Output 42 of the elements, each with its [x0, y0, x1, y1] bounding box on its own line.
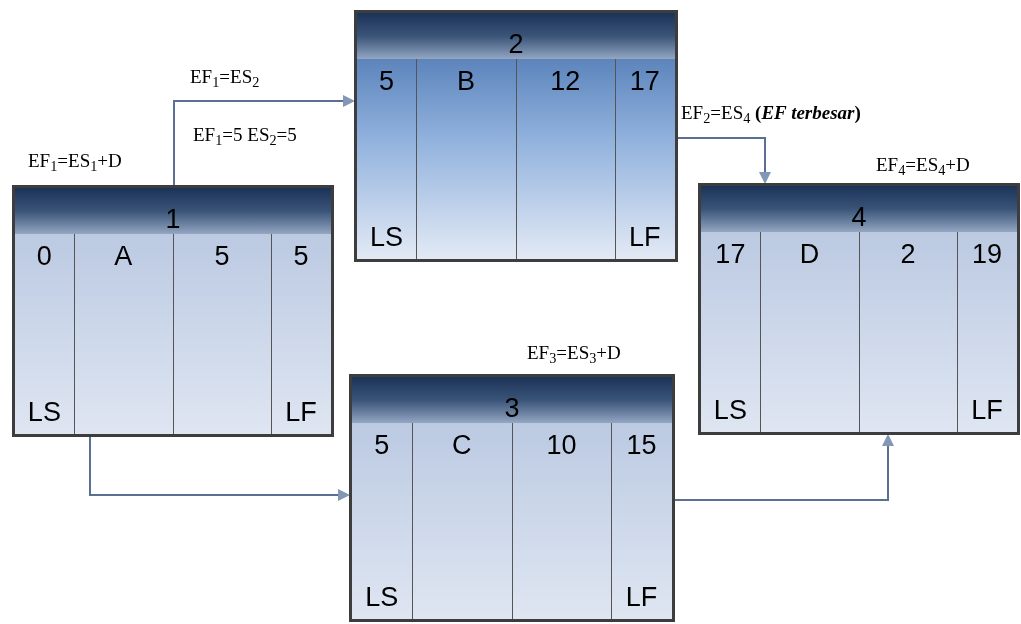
- late-start-label: LS: [369, 221, 405, 253]
- early-finish: 15: [625, 429, 658, 461]
- late-start-label: LS: [364, 581, 400, 613]
- node-number: 1: [165, 204, 181, 234]
- formula-label: EF$_{1}$=ES$_{1}$+D: [28, 150, 122, 172]
- activity-name: B: [456, 65, 477, 97]
- early-start: 5: [373, 429, 391, 461]
- duration: 5: [213, 240, 231, 272]
- duration: 12: [549, 65, 582, 97]
- late-finish-label: LF: [628, 221, 662, 253]
- duration: 10: [545, 429, 578, 461]
- late-start-label: LS: [712, 394, 748, 426]
- late-finish-label: LF: [624, 581, 659, 613]
- activity-name: A: [113, 240, 134, 272]
- early-start: 17: [714, 238, 747, 270]
- early-start: 5: [378, 65, 396, 97]
- activity-node: [12, 185, 334, 437]
- node-number: 4: [851, 202, 867, 232]
- activity-node: [354, 10, 678, 262]
- activity-name: D: [798, 238, 821, 270]
- node-number: 3: [504, 393, 520, 423]
- arrow: [674, 434, 894, 501]
- late-finish-label: LF: [970, 394, 1004, 426]
- late-start-label: LS: [26, 396, 62, 428]
- early-finish: 5: [292, 240, 310, 272]
- arrow: [89, 436, 350, 501]
- early-start: 0: [35, 240, 53, 272]
- activity-node: [698, 183, 1020, 435]
- early-finish: 17: [628, 65, 661, 97]
- activity-name: C: [451, 429, 473, 461]
- formula-label: EF$_{4}$=ES$_{4}$+D: [876, 154, 970, 176]
- duration: 2: [899, 238, 917, 270]
- early-finish: 19: [970, 238, 1003, 270]
- late-finish-label: LF: [284, 396, 318, 428]
- arrow: [173, 95, 355, 186]
- arrow: [677, 137, 771, 184]
- formula-label: EF$_{1}$=5 ES$_{2}$=5: [193, 124, 297, 146]
- formula-label: EF$_{2}$=ES$_{4}$ (EF terbesar): [681, 102, 861, 124]
- formula-label: EF$_{3}$=ES$_{3}$+D: [527, 342, 621, 364]
- node-number: 2: [508, 29, 524, 59]
- activity-node: [349, 374, 675, 622]
- formula-label: EF$_{1}$=ES$_{2}$: [190, 66, 260, 88]
